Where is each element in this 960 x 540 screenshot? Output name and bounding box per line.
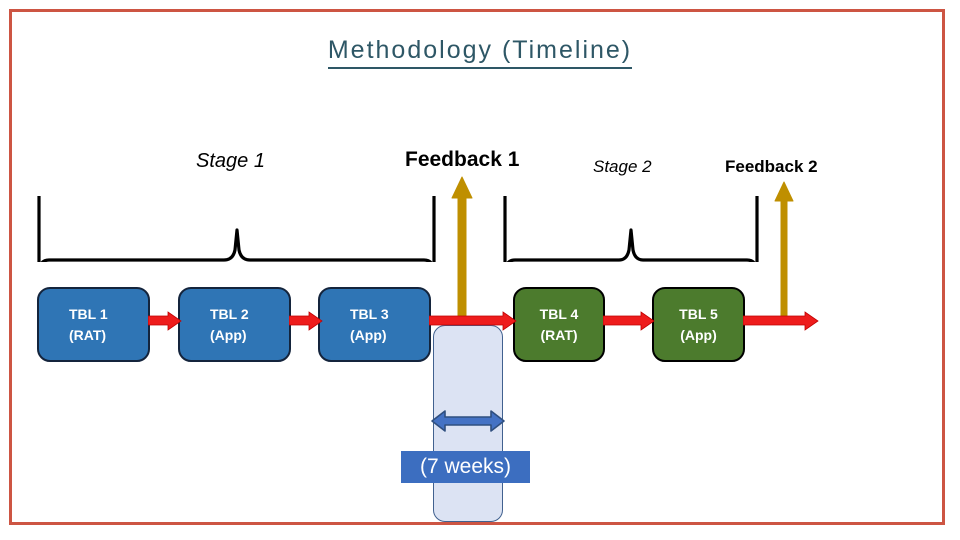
duration-double-arrow-icon	[431, 410, 505, 432]
tbl-box-tbl-3[interactable]: TBL 3 (App)	[318, 287, 431, 362]
brace-stage-2	[503, 196, 759, 262]
flow-arrow-4-icon	[603, 311, 655, 331]
tbl-5-line-2: (App)	[680, 326, 717, 343]
feedback-1-arrow-icon	[451, 176, 473, 325]
tbl-3-line-1: TBL 3	[350, 306, 389, 323]
flow-arrow-2-icon	[289, 311, 323, 331]
tbl-4-line-2: (RAT)	[540, 326, 578, 343]
tbl-box-tbl-2[interactable]: TBL 2 (App)	[178, 287, 291, 362]
feedback-2-arrow-icon	[774, 181, 794, 324]
tbl-1-line-1: TBL 1	[69, 306, 108, 323]
brace-stage-1	[37, 196, 436, 262]
tbl-box-tbl-1[interactable]: TBL 1 (RAT)	[37, 287, 150, 362]
tbl-box-tbl-4[interactable]: TBL 4 (RAT)	[513, 287, 605, 362]
page-title: Methodology (Timeline)	[0, 36, 960, 69]
tbl-2-line-2: (App)	[210, 326, 247, 343]
flow-arrow-5-icon	[743, 311, 819, 331]
caption-stage-2: Stage 2	[593, 157, 652, 176]
tbl-4-line-1: TBL 4	[539, 306, 579, 323]
tbl-1-line-2: (RAT)	[69, 326, 107, 343]
duration-label-text: (7 weeks)	[419, 455, 512, 478]
tbl-box-tbl-5[interactable]: TBL 5 (App)	[652, 287, 745, 362]
page-title-text: Methodology (Timeline)	[327, 36, 633, 69]
flow-arrow-3-icon	[429, 311, 517, 331]
caption-feedback-1: Feedback 1	[405, 148, 520, 171]
caption-stage-1: Stage 1	[196, 150, 265, 172]
caption-feedback-2: Feedback 2	[725, 157, 818, 176]
tbl-5-line-1: TBL 5	[679, 306, 718, 323]
tbl-2-line-1: TBL 2	[210, 306, 249, 323]
flow-arrow-1-icon	[148, 311, 182, 331]
tbl-3-line-2: (App)	[350, 326, 387, 343]
duration-label: (7 weeks)	[401, 451, 530, 483]
